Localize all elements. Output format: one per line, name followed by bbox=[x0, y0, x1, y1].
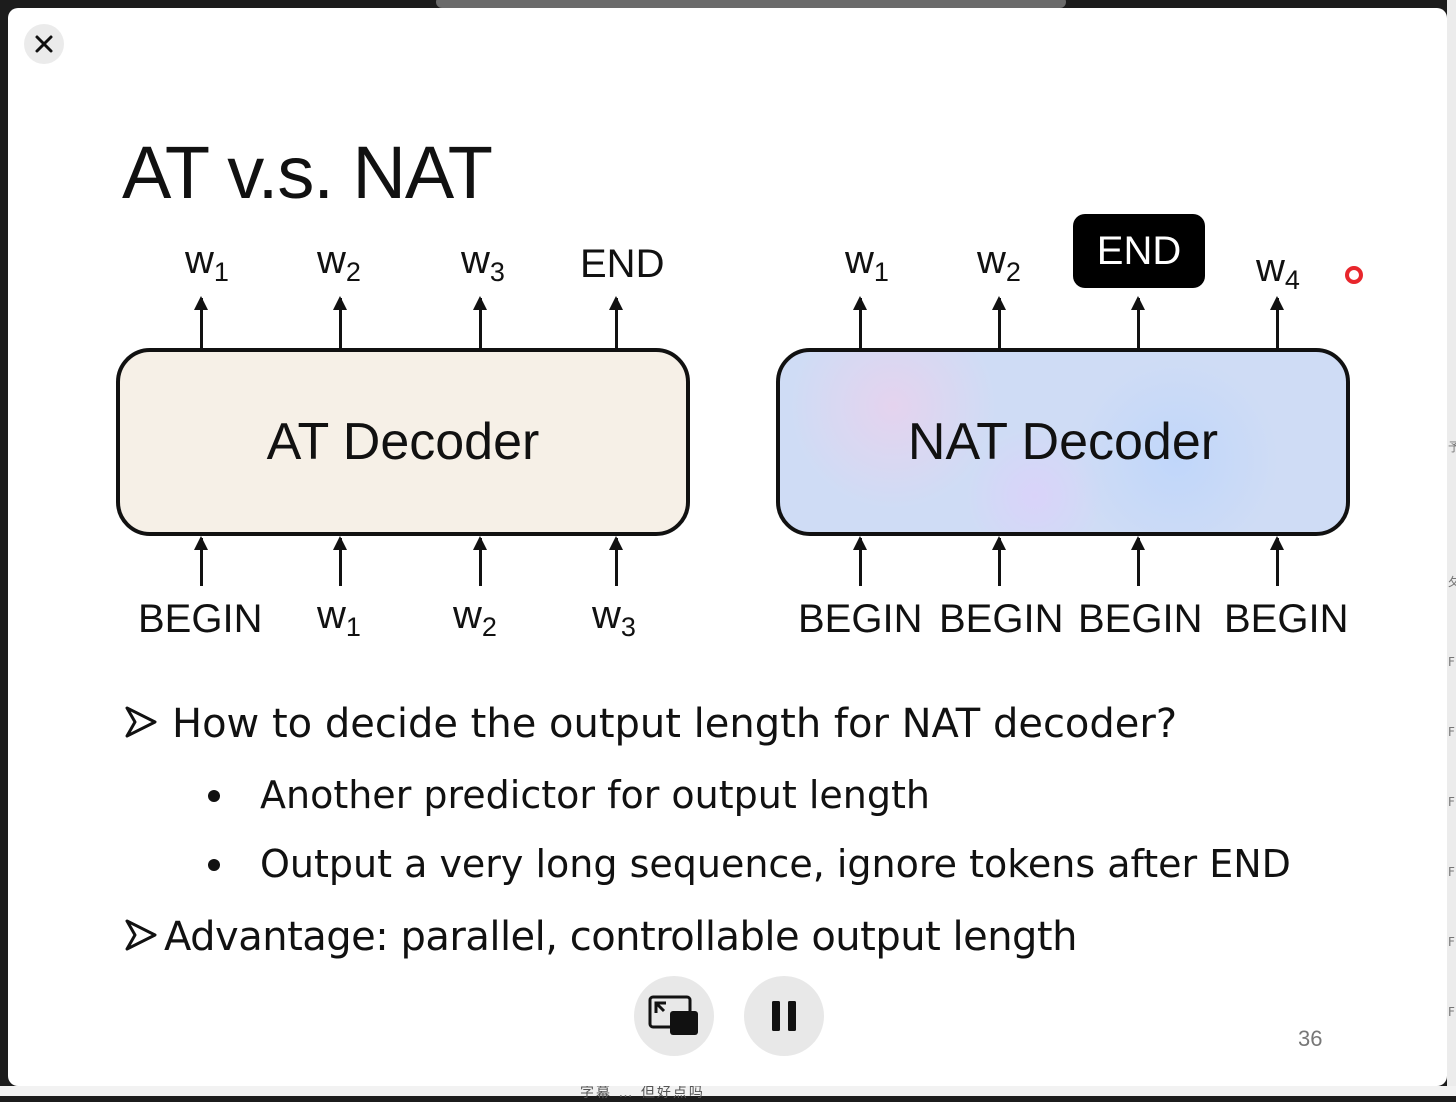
bullet-dot-icon bbox=[208, 859, 220, 871]
nat-output-token: w2 bbox=[977, 238, 1021, 287]
slide-viewer: AT v.s. NAT w1 w2 w3 END AT Decoder BEGI… bbox=[8, 8, 1447, 1086]
at-output-arrow bbox=[609, 296, 623, 348]
nat-decoder-label: NAT Decoder bbox=[907, 413, 1219, 471]
arrowhead-bullet-icon bbox=[125, 706, 157, 738]
nat-input-arrow bbox=[1270, 536, 1284, 586]
picture-in-picture-button[interactable] bbox=[634, 976, 714, 1056]
at-input-arrow bbox=[333, 536, 347, 586]
nat-input-token: BEGIN bbox=[1224, 597, 1349, 641]
at-output-arrow bbox=[194, 296, 208, 348]
laser-pointer-icon bbox=[1345, 266, 1363, 284]
bullet-advantage: Advantage: parallel, controllable output… bbox=[124, 914, 1077, 960]
at-output-token: END bbox=[580, 242, 665, 286]
at-decoder-box: AT Decoder bbox=[116, 348, 690, 536]
arrowhead-bullet-icon bbox=[125, 919, 157, 951]
nat-output-arrow bbox=[853, 296, 867, 348]
background-caption-strip: 字幕 … 但好点吗 bbox=[0, 1085, 1456, 1101]
nat-decoder-box: NAT Decoder bbox=[776, 348, 1350, 536]
pause-icon bbox=[772, 1001, 796, 1031]
nat-input-token: BEGIN bbox=[1078, 597, 1203, 641]
at-output-arrow bbox=[473, 296, 487, 348]
at-input-token: w3 bbox=[592, 593, 636, 642]
close-button[interactable] bbox=[24, 24, 64, 64]
pause-button[interactable] bbox=[744, 976, 824, 1056]
at-input-token: w1 bbox=[317, 593, 361, 642]
page-number: 36 bbox=[1298, 1026, 1323, 1051]
background-window-handle bbox=[436, 0, 1066, 8]
background-window-edge: 予 夂 F F F F F F bbox=[1447, 0, 1456, 1096]
nat-input-token: BEGIN bbox=[798, 597, 923, 641]
nat-output-arrow bbox=[992, 296, 1006, 348]
bullet-question: How to decide the output length for NAT … bbox=[124, 701, 1177, 747]
at-input-arrow bbox=[194, 536, 208, 586]
nat-input-token: BEGIN bbox=[939, 597, 1064, 641]
nat-output-arrow bbox=[1131, 296, 1145, 348]
at-output-token: w3 bbox=[461, 238, 505, 287]
close-icon bbox=[35, 35, 53, 53]
nat-output-token: w4 bbox=[1256, 246, 1300, 295]
at-output-arrow bbox=[333, 296, 347, 348]
nat-input-arrow bbox=[853, 536, 867, 586]
slide-title: AT v.s. NAT bbox=[122, 131, 493, 214]
at-input-token: w2 bbox=[453, 593, 497, 642]
at-input-token: BEGIN bbox=[138, 597, 263, 641]
at-input-arrow bbox=[609, 536, 623, 586]
nat-input-arrow bbox=[1131, 536, 1145, 586]
nat-output-end-highlight: END bbox=[1073, 214, 1205, 288]
at-decoder-label: AT Decoder bbox=[266, 413, 540, 471]
at-output-token: w2 bbox=[317, 238, 361, 287]
at-output-token: w1 bbox=[185, 238, 229, 287]
bullet-sub-item: Output a very long sequence, ignore toke… bbox=[208, 842, 1291, 886]
bullet-dot-icon bbox=[208, 790, 220, 802]
picture-in-picture-icon bbox=[648, 995, 698, 1035]
at-input-arrow bbox=[473, 536, 487, 586]
nat-output-arrow bbox=[1270, 296, 1284, 348]
nat-output-token: w1 bbox=[845, 238, 889, 287]
nat-input-arrow bbox=[992, 536, 1006, 586]
bullet-sub-item: Another predictor for output length bbox=[208, 773, 930, 817]
